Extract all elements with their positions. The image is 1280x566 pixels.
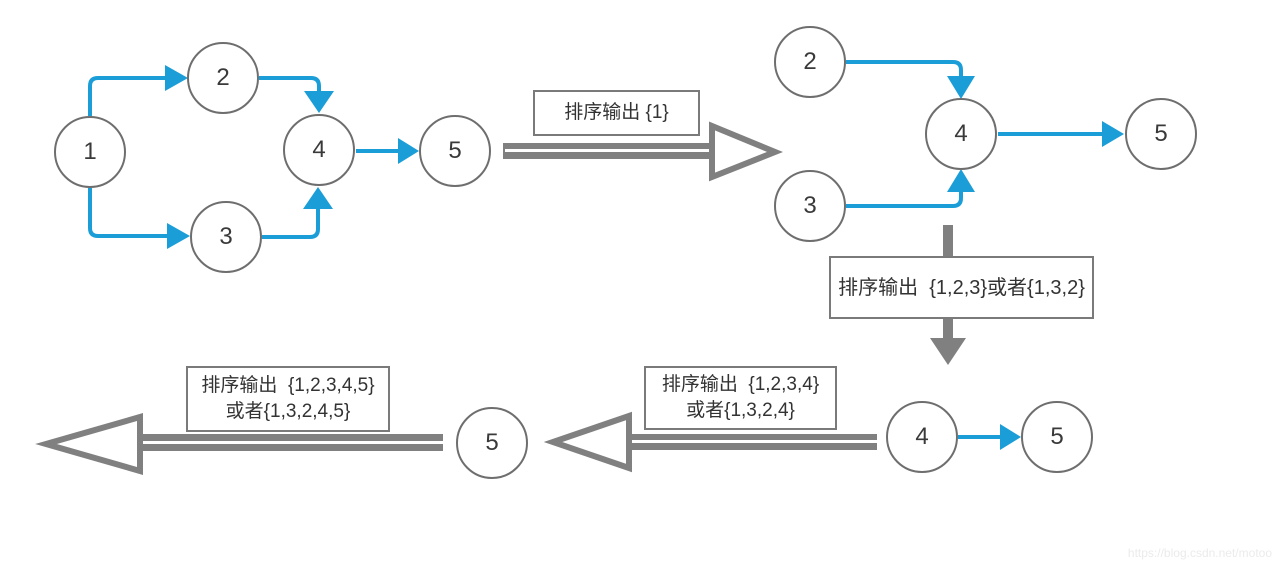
arrowhead-4-5	[1102, 121, 1124, 147]
g1-node-4: 4	[283, 114, 355, 186]
transition-label-4-line2: 或者{1,3,2,4,5}	[225, 401, 351, 422]
g1-node-2: 2	[187, 42, 259, 114]
arrowhead-4-5	[1000, 424, 1021, 450]
edge-2-4	[846, 60, 963, 76]
g3-node-4: 4	[886, 401, 958, 473]
edge-3-4	[846, 192, 963, 208]
arrowhead-1-2	[165, 65, 188, 91]
transition-label-4: 排序输出 {1,2,3,4,5} 或者{1,3,2,4,5}	[186, 366, 390, 432]
transition-label-3: 排序输出 {1,2,3,4} 或者{1,3,2,4}	[644, 366, 837, 430]
transition-arrow-left-big	[35, 413, 443, 475]
left-big-arrow-shaft-stripe	[142, 441, 443, 444]
g4-node-5: 5	[456, 407, 528, 479]
graph1-edges	[88, 76, 398, 239]
transition-label-1: 排序输出 {1}	[533, 90, 700, 136]
edge-3-4	[262, 209, 320, 239]
arrowhead-1-3	[167, 223, 190, 249]
transition-label-2-text: 排序输出 {1,2,3}或者{1,3,2}	[838, 276, 1085, 299]
transition-arrow-left-mid	[543, 411, 877, 473]
left-mid-arrow-head	[543, 411, 632, 473]
transition-label-3-line2: 或者{1,3,2,4}	[686, 400, 795, 421]
graph2-edges	[846, 60, 1102, 208]
edge-2-4	[259, 76, 321, 91]
g1-node-1: 1	[54, 116, 126, 188]
edge-1-3	[88, 188, 167, 238]
edge-1-2	[88, 76, 165, 116]
g1-node-3: 3	[190, 201, 262, 273]
transition-label-1-text: 排序输出 {1}	[564, 102, 669, 123]
transition-arrow-right	[503, 121, 783, 182]
transition-label-3-line1: 排序输出 {1,2,3,4}	[661, 374, 820, 395]
g2-node-4: 4	[925, 98, 997, 170]
csdn-watermark: https://blog.csdn.net/motoo	[1127, 546, 1272, 560]
arrowhead-2-4	[304, 91, 334, 113]
arrowhead-3-4	[947, 169, 975, 192]
right-arrow-head	[709, 121, 783, 182]
right-arrow-shaft-stripe	[505, 149, 712, 152]
down-arrow-head	[930, 338, 966, 365]
g2-node-3: 3	[774, 170, 846, 242]
arrowhead-3-4	[303, 187, 333, 209]
g3-node-5: 5	[1021, 401, 1093, 473]
left-mid-arrow-shaft-stripe	[632, 440, 877, 443]
g2-node-5: 5	[1125, 98, 1197, 170]
graph2-arrowheads	[947, 76, 1124, 192]
g1-node-5: 5	[419, 115, 491, 187]
graph3-edges	[958, 424, 1021, 450]
graph1-arrowheads	[165, 65, 419, 249]
transition-label-4-line1: 排序输出 {1,2,3,4,5}	[201, 375, 375, 396]
arrowhead-2-4	[947, 76, 975, 99]
transition-label-2: 排序输出 {1,2,3}或者{1,3,2}	[829, 256, 1094, 319]
left-big-arrow-head	[35, 413, 143, 475]
g2-node-2: 2	[774, 26, 846, 98]
arrowhead-4-5	[398, 138, 419, 164]
